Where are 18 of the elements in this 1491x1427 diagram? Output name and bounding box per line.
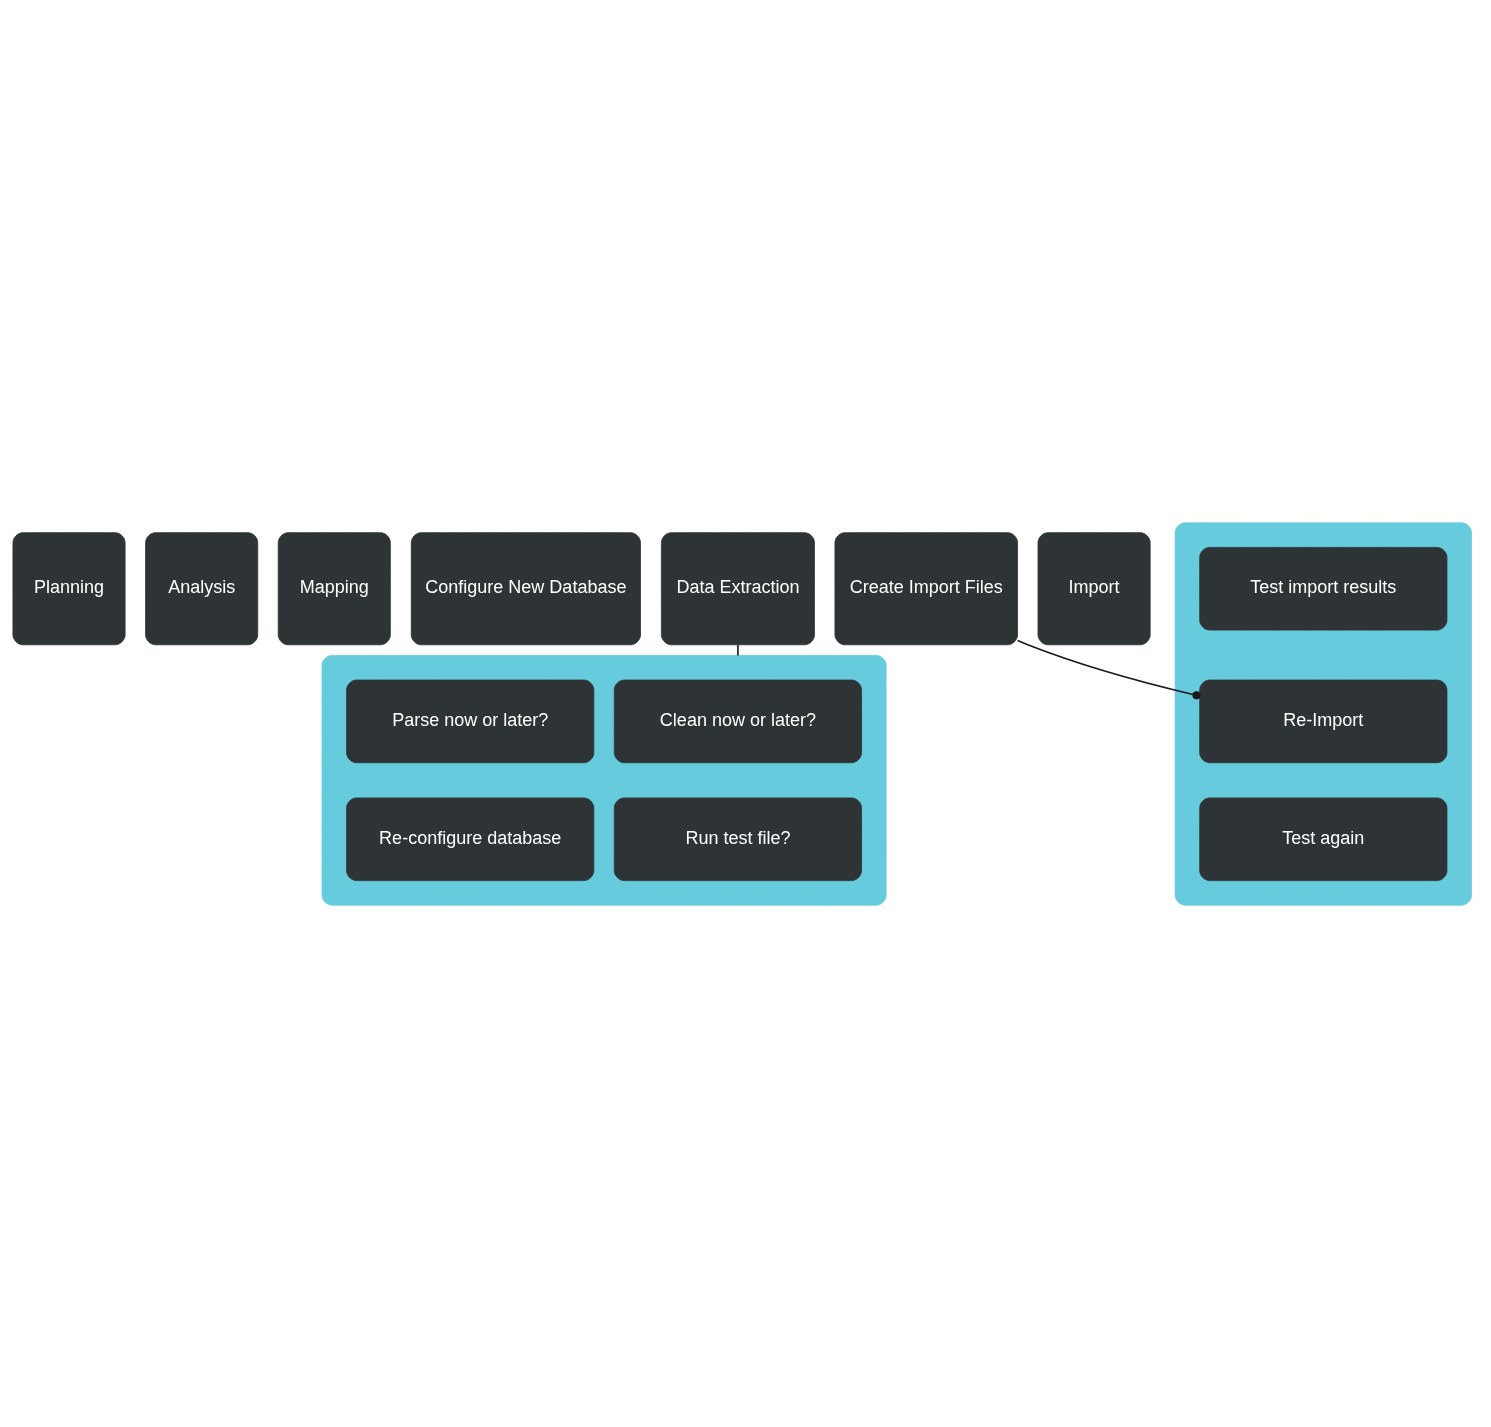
node-box: Test again: [1199, 797, 1448, 881]
connector: [1016, 639, 1201, 699]
node-box: Create Import Files: [834, 531, 1018, 645]
node-box: Re-Import: [1199, 679, 1448, 763]
node-box: Import: [1037, 531, 1151, 645]
cluster: [321, 654, 887, 906]
node-box: Planning: [12, 531, 126, 645]
node-box: Test import results: [1199, 546, 1448, 630]
node-box: Parse now or later?: [346, 679, 595, 763]
node-box: Mapping: [277, 531, 391, 645]
node-box: Configure New Database: [410, 531, 641, 645]
connector: [737, 643, 739, 656]
cluster: [1174, 521, 1472, 906]
node-box: Analysis: [145, 531, 259, 645]
node-box: Data Extraction: [660, 531, 815, 645]
node-box: Run test file?: [613, 797, 862, 881]
node-box: Clean now or later?: [613, 679, 862, 763]
node-box: Re-configure database: [346, 797, 595, 881]
